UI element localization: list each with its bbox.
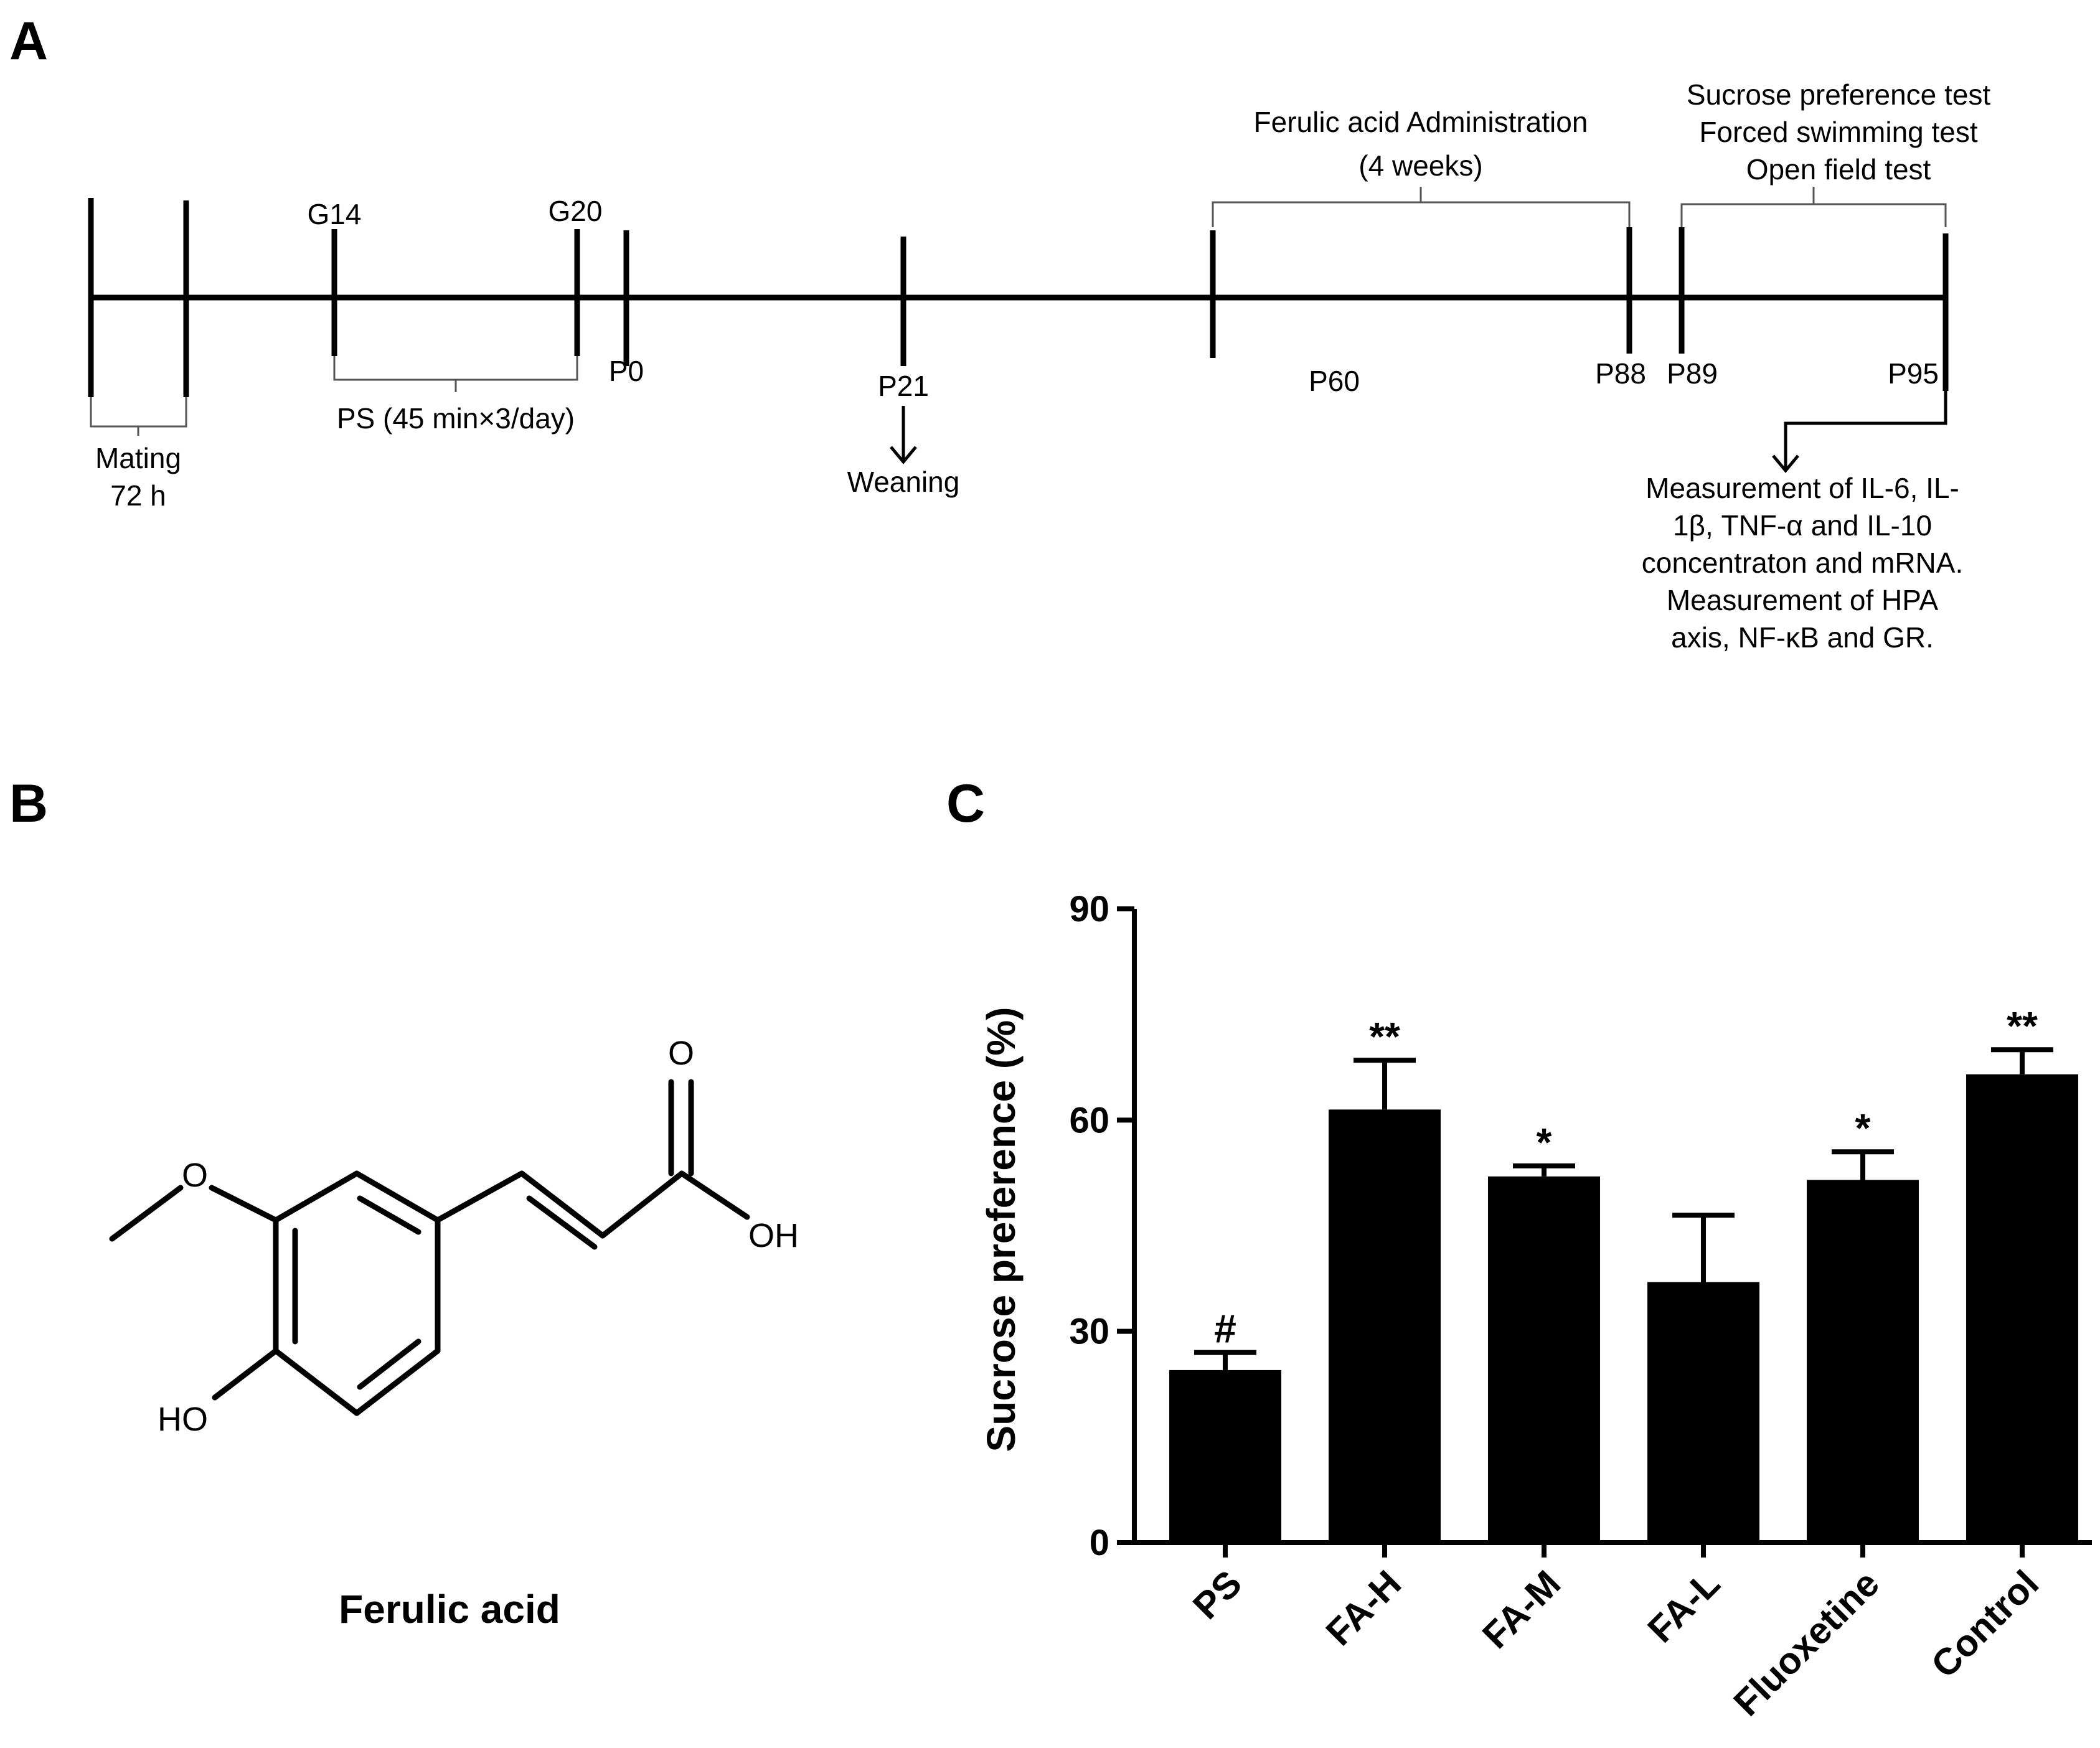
phenol-bond: [212, 1348, 279, 1401]
ring-bond-3: [354, 1348, 441, 1416]
panel-letter-c: C: [946, 774, 985, 834]
weaning-label: Weaning: [847, 466, 960, 498]
ring-bond-6: [273, 1170, 360, 1223]
methoxy-bond-1: [209, 1185, 279, 1223]
mating-label-line1: Mating: [95, 442, 181, 474]
chart-plot: 0 30 60 90 # PS ** FA-H * FA-M FA-L * Fluoxetine ** Co…: [1069, 889, 2092, 1724]
arrows: [890, 391, 1947, 473]
brackets: [90, 187, 1947, 436]
timeline-ticks: [88, 198, 1949, 397]
label-p0: P0: [609, 355, 644, 387]
label-g20: G20: [549, 195, 603, 227]
ferulic-acid-structure: [109, 1079, 750, 1416]
compound-name: Ferulic acid: [339, 1587, 560, 1632]
test-label-open-field: Open field test: [1746, 153, 1931, 186]
chain-bond-1: [435, 1170, 525, 1223]
test-label-sucrose: Sucrose preference test: [1687, 78, 1991, 111]
ring-double-1: [357, 1195, 421, 1235]
label-p89: P89: [1667, 357, 1718, 390]
significance-mark: *: [1855, 1106, 1871, 1150]
bar: [1647, 1282, 1759, 1543]
category-label: Fluoxetine: [1726, 1562, 1888, 1724]
label-p95: P95: [1888, 357, 1939, 390]
ferulic-bracket: [1212, 201, 1631, 227]
ring-bond-1: [354, 1170, 441, 1223]
significance-mark: *: [1537, 1120, 1552, 1165]
y-tick-label: 30: [1069, 1312, 1109, 1352]
ferulic-admin-line2: (4 weeks): [1358, 149, 1482, 182]
measurement-line5: axis, NF-κB and GR.: [1671, 621, 1934, 654]
panel-letter-a: A: [9, 11, 48, 71]
mating-label-line2: 72 h: [110, 479, 166, 512]
measurement-arrow-shaft: [1784, 391, 1947, 468]
category-label: FA-H: [1318, 1562, 1409, 1653]
category-label: FA-M: [1474, 1562, 1568, 1656]
category-label: Control: [1923, 1562, 2046, 1686]
bar: [1169, 1370, 1281, 1543]
mating-bracket: [90, 397, 187, 428]
ps-label: PS (45 min×3/day): [337, 402, 575, 435]
atom-o-carbonyl: O: [668, 1035, 694, 1072]
significance-mark: **: [2007, 1003, 2038, 1048]
measurement-arrow-head: [1772, 454, 1799, 473]
chain-double: [526, 1195, 598, 1250]
bar: [1966, 1074, 2078, 1543]
weaning-arrow-head: [890, 446, 917, 464]
measurement-line2: 1β, TNF-α and IL-10: [1673, 509, 1932, 542]
label-p60: P60: [1309, 365, 1360, 397]
panel-letter-b: B: [9, 774, 48, 834]
measurement-line3: concentraton and mRNA.: [1642, 547, 1964, 579]
chain-bond-3: [600, 1170, 685, 1239]
atom-ho: HO: [158, 1401, 208, 1438]
significance-mark: #: [1214, 1307, 1236, 1351]
hydroxyl-bond: [679, 1170, 750, 1220]
timeline: G14 G20 P0 P21 P60 P88 P89 P95 Mating 72…: [88, 78, 1991, 654]
y-tick-label: 0: [1090, 1523, 1109, 1563]
label-p88: P88: [1595, 357, 1646, 390]
methoxy-bond-2: [109, 1185, 184, 1242]
sucrose-preference-chart: Sucrose preference (%) 0306090#PS**FA-H*…: [979, 889, 2092, 1724]
y-axis-label: Sucrose preference (%): [979, 1007, 1024, 1452]
ring-bond-4: [273, 1348, 360, 1416]
label-p21: P21: [878, 370, 929, 402]
atom-oh: OH: [748, 1217, 799, 1254]
bar: [1488, 1176, 1600, 1543]
label-g14: G14: [308, 198, 362, 230]
atom-o-methoxy: O: [182, 1157, 208, 1194]
category-label: PS: [1185, 1562, 1250, 1627]
measurement-line4: Measurement of HPA: [1667, 584, 1939, 616]
measurement-line1: Measurement of IL-6, IL-: [1646, 472, 1959, 504]
significance-mark: **: [1369, 1014, 1400, 1059]
ferulic-admin-line1: Ferulic acid Administration: [1254, 106, 1588, 138]
tests-bracket: [1680, 203, 1947, 227]
y-tick-label: 60: [1069, 1100, 1109, 1140]
test-label-forced-swim: Forced swimming test: [1699, 116, 1978, 148]
bar: [1807, 1180, 1919, 1543]
ps-bracket: [333, 356, 578, 381]
y-tick-label: 90: [1069, 889, 1109, 929]
category-label: FA-L: [1640, 1562, 1728, 1651]
bar: [1329, 1109, 1441, 1543]
chain-bond-2: [519, 1170, 606, 1239]
ring-double-2: [357, 1338, 421, 1390]
